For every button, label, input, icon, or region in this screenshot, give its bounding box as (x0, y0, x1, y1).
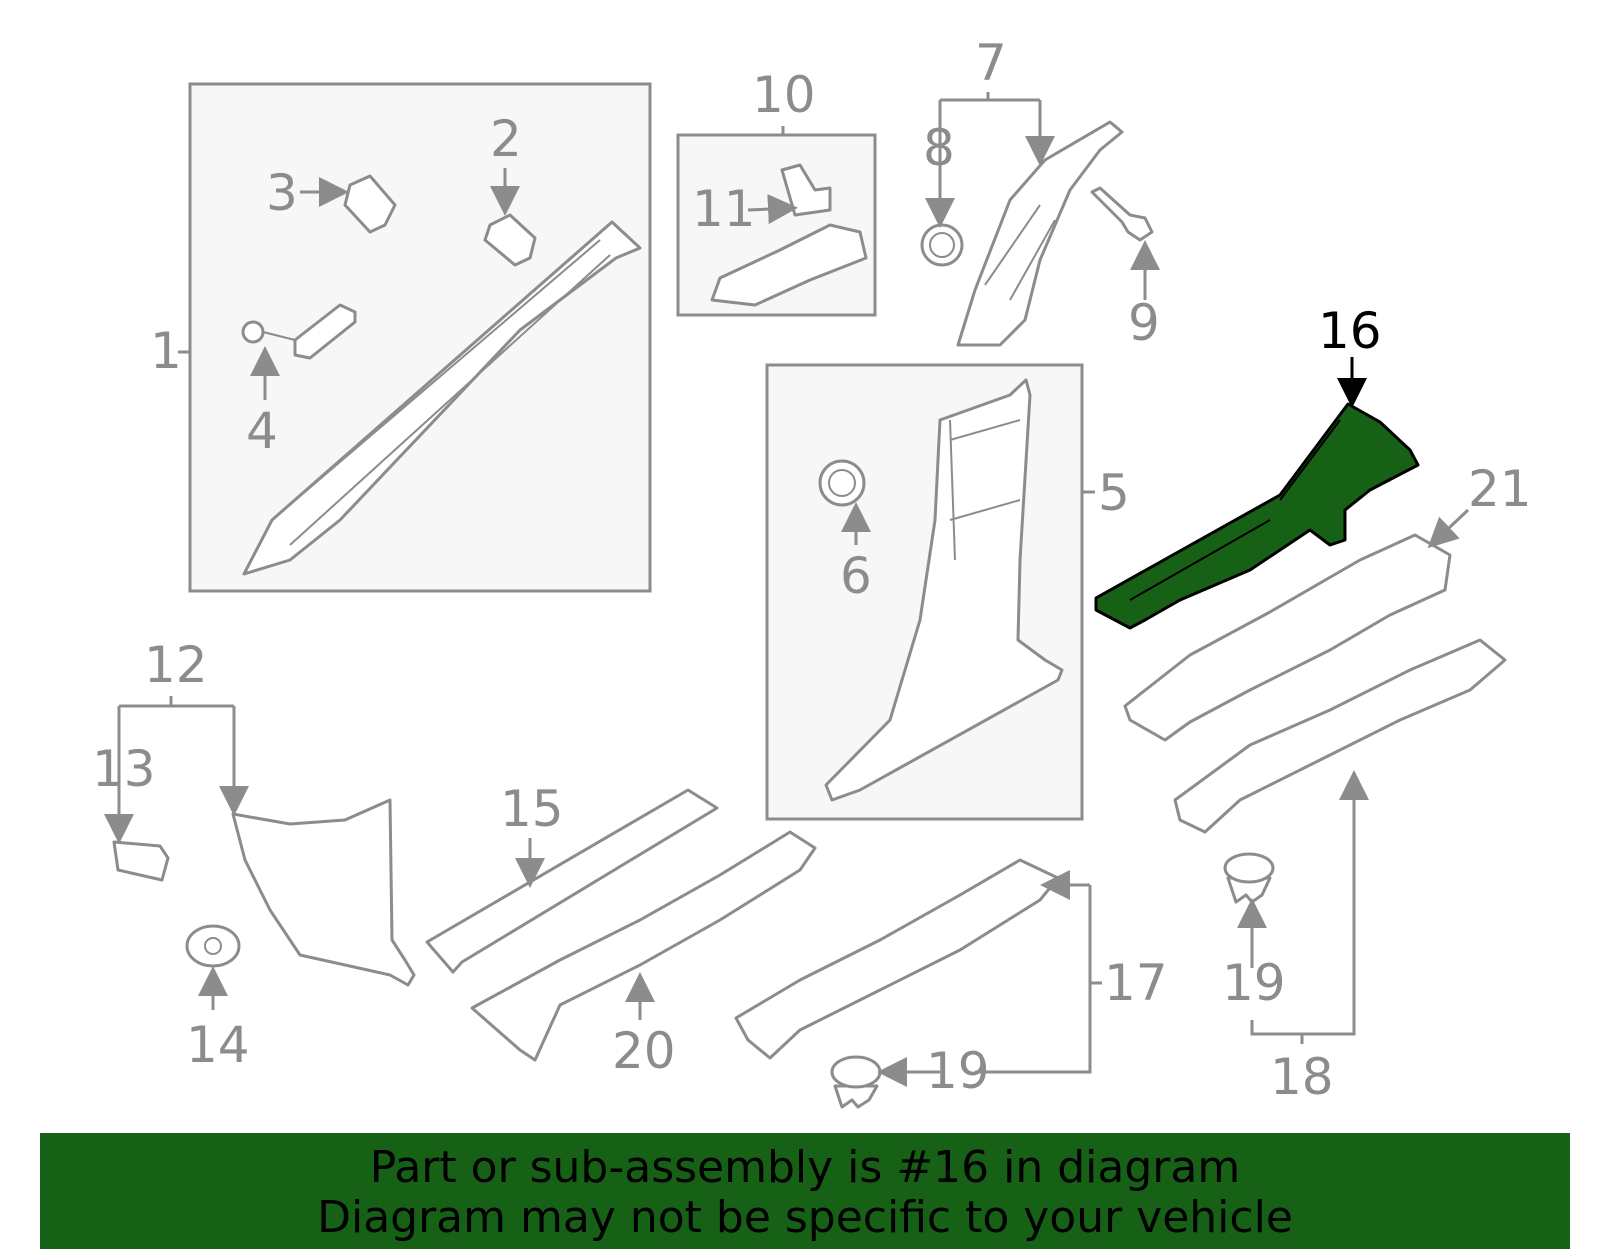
part-1-pillar-trim (242, 220, 642, 576)
callout-10: 10 (752, 66, 816, 124)
part-19-clip-lower (830, 1055, 882, 1109)
callout-18: 18 (1270, 1048, 1334, 1106)
callout-4: 4 (246, 402, 278, 460)
callout-9: 9 (1128, 294, 1160, 352)
callout-6: 6 (840, 547, 872, 605)
part-21-bracket (1123, 533, 1452, 742)
callout-2: 2 (490, 110, 522, 168)
banner-line-1: Part or sub-assembly is #16 in diagram (369, 1142, 1241, 1193)
part-17-bracket (734, 858, 1060, 1060)
callout-11: 11 (692, 180, 756, 238)
callout-3: 3 (266, 164, 298, 222)
callout-21: 21 (1468, 460, 1532, 518)
callout-19-lower: 19 (926, 1042, 990, 1100)
part-6-clip (818, 459, 866, 507)
part-14-clip (185, 924, 241, 968)
callout-13: 13 (92, 740, 156, 798)
callout-5: 5 (1098, 464, 1130, 522)
part-12-kick-panel (231, 798, 416, 987)
callout-12: 12 (144, 636, 208, 694)
callout-1: 1 (150, 322, 182, 380)
part-19-clip-right (1223, 852, 1275, 904)
group-box-1 (188, 82, 652, 593)
part-4-grip (241, 303, 357, 360)
callout-7: 7 (975, 34, 1007, 92)
callout-20: 20 (612, 1022, 676, 1080)
part-18-bracket (1173, 638, 1507, 834)
banner-line-2: Diagram may not be specific to your vehi… (317, 1192, 1293, 1243)
part-7-pillar-trim (956, 120, 1124, 347)
callout-15: 15 (500, 780, 564, 838)
leader-lines (104, 92, 1470, 1087)
part-8-clip (920, 223, 964, 267)
callout-16: 16 (1318, 302, 1382, 360)
callout-labels: 1 2 3 4 5 6 7 8 9 10 11 12 13 14 15 16 1… (92, 34, 1532, 1106)
part-20-bracket (470, 830, 817, 1062)
callout-17: 17 (1104, 954, 1168, 1012)
part-9-screw (1090, 186, 1154, 242)
part-16-scuff-plate (1094, 402, 1420, 630)
callout-19-right: 19 (1222, 954, 1286, 1012)
info-banner: Part or sub-assembly is #16 in diagram D… (40, 1133, 1570, 1249)
part-5-pillar-trim (824, 378, 1064, 802)
callout-8: 8 (923, 119, 955, 177)
part-13-clip (112, 840, 170, 882)
part-10-bracket (710, 223, 868, 307)
part-15-sill-strip (425, 788, 719, 974)
callout-14: 14 (186, 1016, 250, 1074)
